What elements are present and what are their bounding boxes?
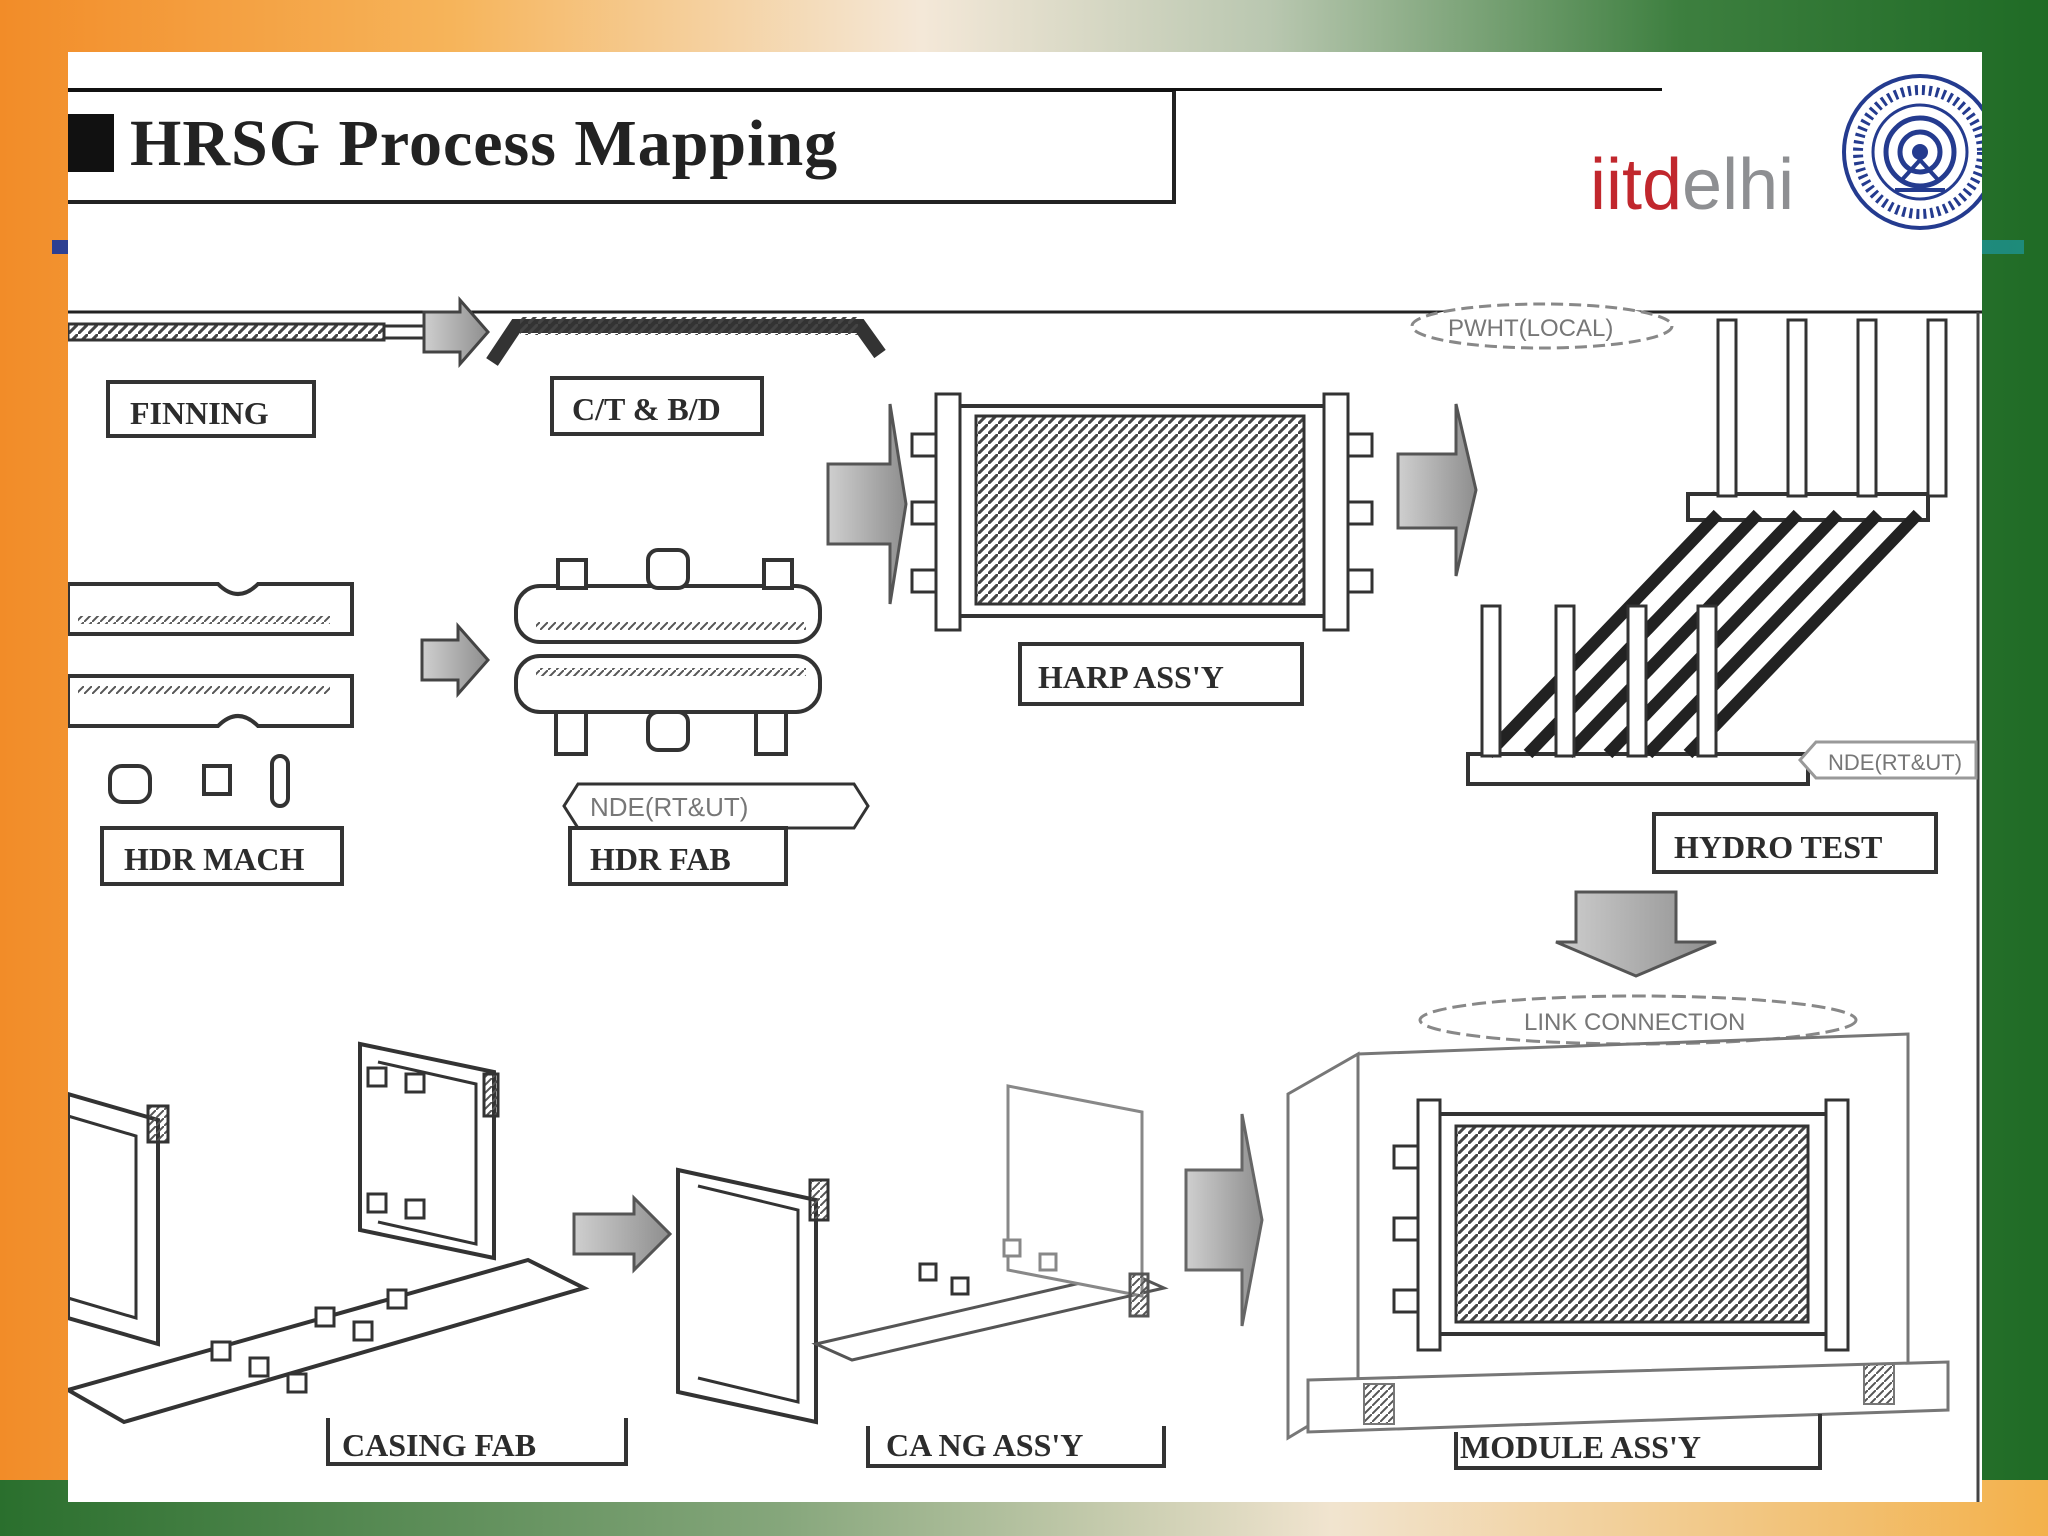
hydro-test-label-box: HYDRO TEST [1652, 812, 1938, 874]
step-arrow-down [1555, 890, 1717, 978]
step-arrow-5 [572, 1194, 673, 1274]
step-arrow-3 [826, 403, 908, 605]
header-fabrication-drawing [514, 548, 822, 756]
step-arrow-2 [420, 622, 491, 698]
title-box [68, 88, 1176, 204]
ct-bd-label: C/T & B/D [572, 391, 721, 427]
hdr-mach-label: HDR MACH [124, 841, 305, 877]
module-assy-label-box: MODULE ASS'Y [1454, 1414, 1822, 1470]
step-arrow-1 [422, 296, 490, 368]
pwht-label: PWHT(LOCAL) [1448, 315, 1613, 342]
finning-label-box: FINNING [106, 380, 316, 438]
title-extension-line [1172, 88, 1662, 91]
hdr-fab-label: HDR FAB [590, 841, 731, 877]
logo-text-grey: elhi [1682, 145, 1795, 225]
institute-seal-icon [1842, 74, 1982, 230]
nde-hdr-badge: NDE(RT&UT) [562, 782, 870, 830]
module-assy-label: MODULE ASS'Y [1460, 1429, 1701, 1465]
nde-hdr-label: NDE(RT&UT) [590, 792, 748, 822]
title-bullet-square [68, 114, 114, 172]
casing-assembly-drawing [676, 1084, 1169, 1425]
ct-bd-label-box: C/T & B/D [550, 376, 764, 436]
header-machining-drawing [68, 582, 354, 808]
bent-tube-drawing [486, 317, 886, 366]
institute-logo-text: iitdelhi [1590, 144, 1794, 226]
hdr-fab-label-box: HDR FAB [568, 826, 788, 886]
finning-label: FINNING [130, 395, 269, 431]
hdr-mach-label-box: HDR MACH [100, 826, 344, 886]
process-diagram: FINNING C/T & B/D [68, 296, 1982, 1502]
logo-text-red: iitd [1590, 145, 1683, 225]
finned-tube-drawing [68, 322, 428, 342]
link-connection-badge: LINK CONNECTION [1418, 994, 1858, 1046]
harp-assy-label: HARP ASS'Y [1038, 659, 1224, 695]
hydro-test-label: HYDRO TEST [1674, 829, 1882, 865]
casing-fab-label: CASING FAB [342, 1427, 536, 1463]
casing-assy-label-box: CA NG ASS'Y [866, 1426, 1166, 1468]
harp-assy-label-box: HARP ASS'Y [1018, 642, 1304, 706]
link-connection-label: LINK CONNECTION [1524, 1009, 1745, 1036]
pwht-badge: PWHT(LOCAL) [1410, 302, 1674, 350]
nde-hydro-label: NDE(RT&UT) [1828, 750, 1962, 775]
nde-hydro-badge: NDE(RT&UT) [1797, 740, 1978, 780]
casing-assy-label: CA NG ASS'Y [886, 1427, 1083, 1463]
casing-fabrication-drawing [68, 1041, 590, 1425]
slide: HRSG Process Mapping iitdelhi [68, 52, 1982, 1502]
step-arrow-4 [1396, 403, 1478, 577]
casing-fab-label-box: CASING FAB [326, 1418, 628, 1466]
step-arrow-6 [1184, 1113, 1264, 1327]
module-assembly-drawing [1286, 1032, 1950, 1441]
harp-assembly-drawing [910, 392, 1374, 632]
slide-title: HRSG Process Mapping [130, 107, 839, 180]
hydro-test-drawing [1466, 318, 1948, 786]
